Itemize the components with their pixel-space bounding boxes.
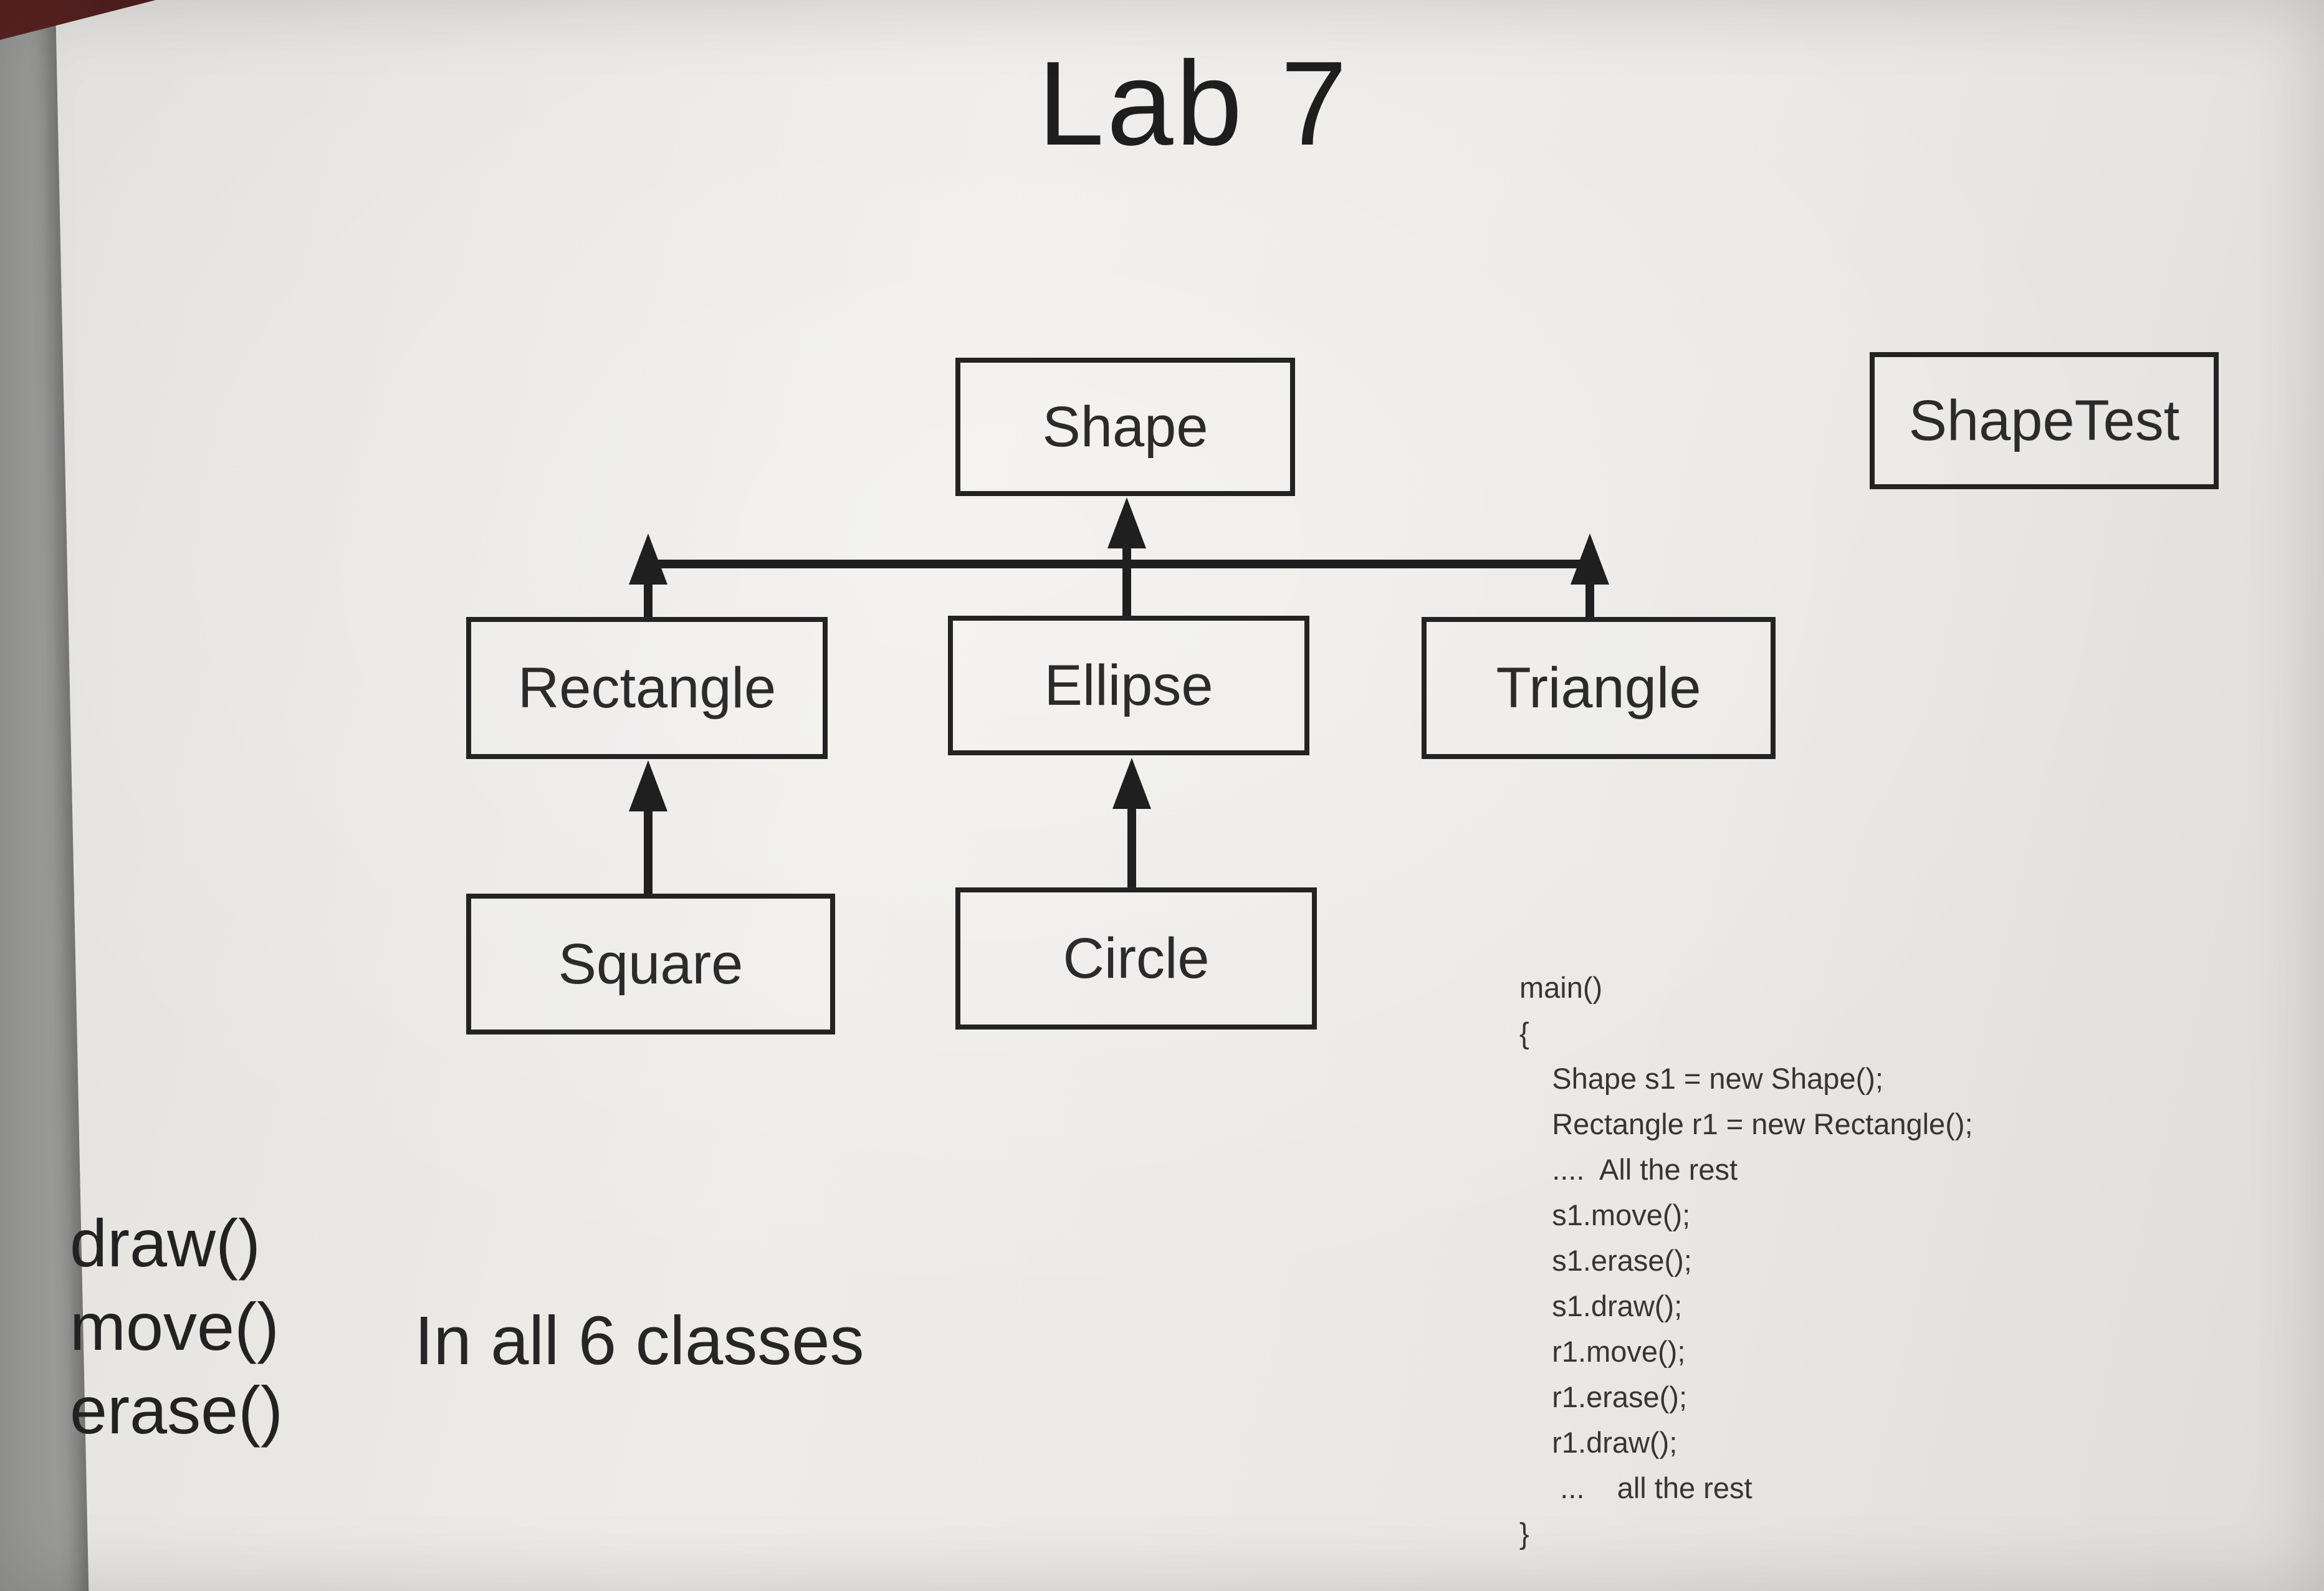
- method-item-erase: erase(): [70, 1372, 284, 1448]
- class-box-circle: Circle: [955, 887, 1317, 1030]
- triangle-arrow-head: [1571, 533, 1609, 585]
- code-line: r1.draw();: [1519, 1426, 1678, 1459]
- circle-arrow-head: [1112, 758, 1151, 809]
- code-line: s1.draw();: [1519, 1289, 1683, 1322]
- class-box-triangle: Triangle: [1422, 617, 1776, 759]
- code-line: ... all the rest: [1519, 1471, 1753, 1504]
- code-line: .... All the rest: [1519, 1153, 1738, 1186]
- code-line: {: [1519, 1016, 1529, 1049]
- class-box-shapetest: ShapeTest: [1870, 352, 2219, 489]
- class-label-circle: Circle: [1063, 926, 1210, 990]
- class-label-rectangle: Rectangle: [517, 656, 777, 720]
- code-line: Rectangle r1 = new Rectangle();: [1519, 1107, 1973, 1140]
- class-box-shape: Shape: [955, 358, 1295, 496]
- class-box-ellipse: Ellipse: [948, 616, 1309, 755]
- code-line: main(): [1519, 971, 1603, 1004]
- class-label-triangle: Triangle: [1496, 656, 1701, 720]
- classes-note: In all 6 classes: [414, 1302, 864, 1379]
- class-box-square: Square: [466, 894, 835, 1034]
- method-item-move: move(): [70, 1289, 280, 1364]
- class-label-shape: Shape: [1042, 394, 1208, 459]
- class-box-rectangle: Rectangle: [466, 617, 828, 759]
- class-label-ellipse: Ellipse: [1044, 653, 1213, 717]
- code-line: }: [1519, 1517, 1529, 1550]
- square-arrow-head: [629, 760, 667, 811]
- method-item-draw: draw(): [70, 1205, 261, 1281]
- code-line: Shape s1 = new Shape();: [1519, 1062, 1883, 1095]
- rectangle-arrow-head: [629, 533, 667, 585]
- code-line: r1.move();: [1519, 1335, 1686, 1368]
- page-title: Lab 7: [1038, 36, 1350, 170]
- code-line: s1.move();: [1519, 1198, 1691, 1231]
- class-label-square: Square: [558, 932, 744, 996]
- class-label-shapetest: ShapeTest: [1908, 388, 2180, 452]
- ellipse-arrow-head: [1107, 497, 1146, 548]
- code-line: r1.erase();: [1519, 1380, 1688, 1413]
- method-list: draw() move() erase(): [70, 1202, 283, 1452]
- code-line: s1.erase();: [1519, 1244, 1692, 1277]
- code-block: main() { Shape s1 = new Shape(); Rectang…: [1519, 965, 1973, 1556]
